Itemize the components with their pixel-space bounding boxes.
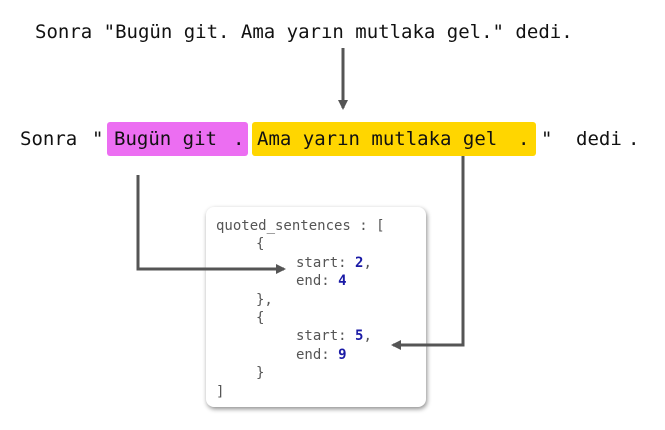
- token-sonra: Sonra: [20, 128, 78, 150]
- token-bugun-git: Bugün git: [114, 128, 217, 150]
- code-close-brace-2: }: [256, 365, 265, 381]
- token-dedi: dedi: [576, 128, 622, 150]
- token-period-1: .: [233, 128, 245, 150]
- start-key-2: start:: [296, 328, 356, 344]
- code-box: quoted_sentences : [ { start: 2, end: 4 …: [206, 207, 426, 407]
- start-value-2: 5: [355, 328, 364, 344]
- end-value-2: 9: [338, 347, 347, 363]
- second-quote-highlight: [252, 122, 536, 156]
- start-comma-2: ,: [363, 328, 372, 344]
- code-close-brace-1: },: [256, 292, 273, 308]
- code-end-line-1: end: 4: [296, 272, 347, 290]
- start-key-1: start:: [296, 255, 356, 271]
- start-value-1: 2: [355, 255, 364, 271]
- source-sentence: Sonra "Bugün git. Ama yarın mutlaka gel.…: [35, 21, 573, 43]
- end-key-2: end:: [296, 347, 339, 363]
- token-period-3: .: [628, 128, 640, 150]
- code-start-line-2: start: 5,: [296, 327, 372, 345]
- end-value-1: 4: [338, 273, 347, 289]
- token-ama-yarin: Ama yarın mutlaka gel: [257, 128, 498, 150]
- token-row: Sonra " Bugün git . Ama yarın mutlaka ge…: [0, 122, 665, 156]
- end-key-1: end:: [296, 273, 339, 289]
- first-quote-highlight: [107, 122, 248, 156]
- token-open-quote: ": [92, 128, 104, 150]
- code-header: quoted_sentences : [: [216, 218, 385, 234]
- token-close-quote: ": [541, 128, 553, 150]
- code-footer: ]: [216, 384, 225, 400]
- token-period-2: .: [518, 128, 530, 150]
- code-start-line-1: start: 2,: [296, 254, 372, 272]
- code-open-brace-2: {: [256, 310, 265, 326]
- start-comma-1: ,: [363, 255, 372, 271]
- code-end-line-2: end: 9: [296, 346, 347, 364]
- code-open-brace-1: {: [256, 236, 265, 252]
